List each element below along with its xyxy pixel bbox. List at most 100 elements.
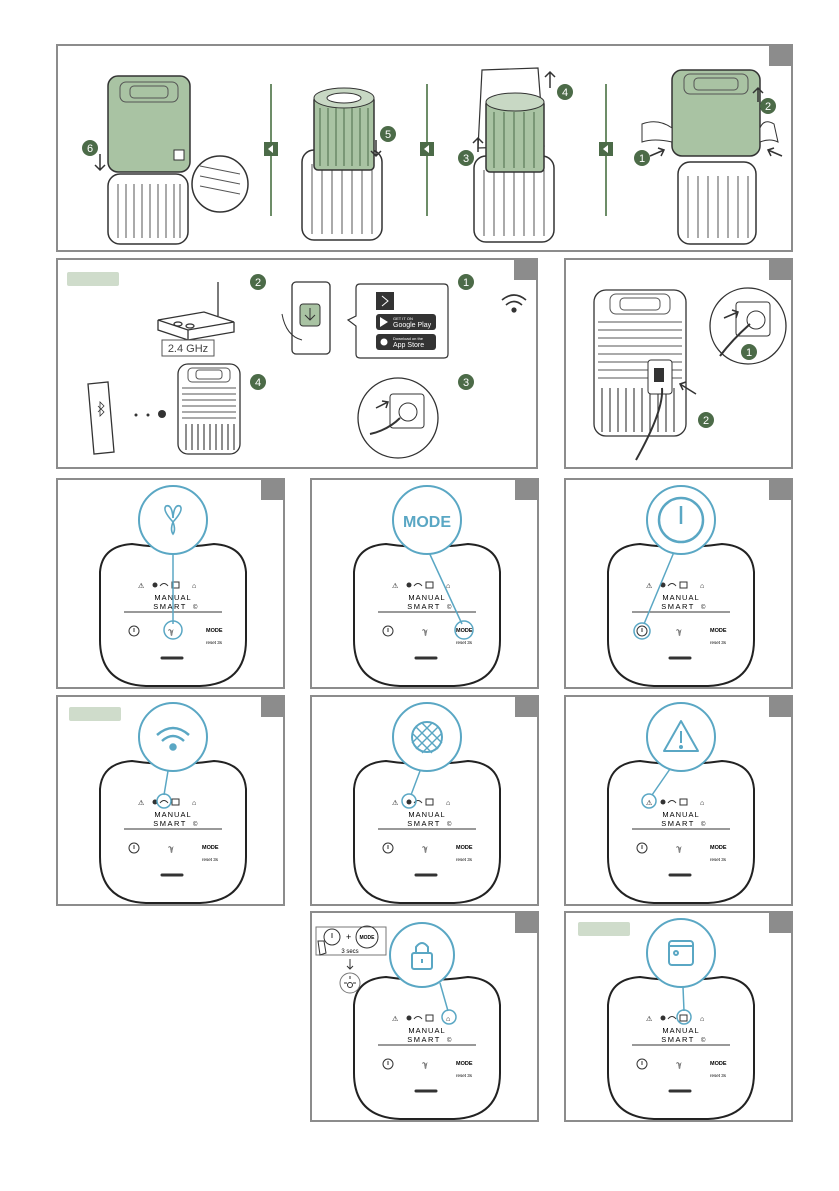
reset-label: reset 3s (456, 640, 473, 645)
reset-label: reset 3s (710, 857, 727, 862)
panel-corner-marker (769, 260, 791, 280)
smart-label: SMART (661, 602, 695, 611)
step-number: 6 (87, 143, 93, 155)
svg-text:ℽ: ℽ (168, 627, 174, 636)
google-play-label: Google Play (393, 322, 432, 329)
manual-label: MANUAL (408, 810, 445, 819)
wifi-icon (501, 294, 527, 313)
router-band-label: 2.4 GHz (168, 343, 208, 355)
mode-label: MODE (710, 845, 727, 851)
mode-label: MODE (456, 628, 473, 634)
mode-label: MODE (710, 628, 727, 634)
section-tag (69, 707, 121, 721)
step-number: 5 (385, 129, 391, 141)
google-play-badge[interactable] (376, 314, 436, 330)
manual-label: MANUAL (154, 810, 191, 819)
smart-label: SMART (407, 1035, 441, 1044)
step-number: 1 (463, 277, 469, 289)
svg-text:⚠: ⚠ (392, 799, 398, 807)
power-connection-panel: 2 1 (564, 258, 793, 469)
mode-label: MODE (202, 845, 219, 851)
smart-label: SMART (661, 819, 695, 828)
svg-text:⌂: ⌂ (446, 583, 450, 590)
panel-corner-marker (769, 480, 791, 500)
section-tag (67, 272, 119, 286)
control-panel-mode: ⚠ ⌂ MANUAL SMART © ℽ MODE reset 3s MODE (310, 478, 539, 689)
warning-icon (663, 720, 699, 752)
arrow-left-icon (264, 142, 613, 156)
lock-icon (411, 942, 433, 970)
svg-text:©: © (193, 821, 198, 828)
panel-corner-marker (769, 46, 791, 66)
svg-text:⚠: ⚠ (646, 1015, 652, 1023)
panel-corner-marker (514, 260, 536, 280)
panel-corner-marker (515, 913, 537, 933)
svg-text:©: © (447, 821, 452, 828)
step-number: 4 (562, 87, 568, 99)
filter-mesh-icon (411, 721, 443, 754)
mode-label: MODE (456, 1061, 473, 1067)
router-icon (157, 282, 235, 341)
svg-text:⌂: ⌂ (192, 800, 196, 807)
manual-label: MANUAL (408, 1026, 445, 1035)
reset-label: reset 3s (456, 857, 473, 862)
manual-label: MANUAL (662, 810, 699, 819)
app-store-badge[interactable] (376, 334, 436, 350)
svg-text:©: © (701, 604, 706, 611)
svg-text:⚠: ⚠ (138, 582, 144, 590)
svg-text:⚠: ⚠ (392, 582, 398, 590)
panel-corner-marker (515, 697, 537, 717)
svg-text:©: © (447, 604, 452, 611)
panel-corner-marker (769, 697, 791, 717)
reset-label: reset 3s (710, 640, 727, 645)
svg-text:ℽ: ℽ (676, 1060, 682, 1069)
combo-duration-label: 3 secs (341, 949, 358, 955)
svg-text:⚠: ⚠ (138, 799, 144, 807)
svg-text:ℽ: ℽ (422, 627, 428, 636)
step-number: 1 (746, 347, 752, 359)
step-number: 1 (639, 153, 645, 165)
control-panel-filter: ⚠ ⌂ MANUAL SMART © ℽ MODE reset 3s (310, 695, 539, 906)
svg-text:ℽ: ℽ (422, 844, 428, 853)
svg-text:⌂: ⌂ (700, 1016, 704, 1023)
step-number: 2 (255, 277, 261, 289)
svg-text:ℽ: ℽ (676, 844, 682, 853)
mode-label: MODE (710, 1061, 727, 1067)
combo-mode-label: MODE (360, 935, 376, 941)
svg-text:⚠: ⚠ (646, 799, 652, 807)
step-number: 3 (463, 377, 469, 389)
svg-text:ℽ: ℽ (676, 627, 682, 636)
svg-text:©: © (447, 1037, 452, 1044)
svg-text:⌂: ⌂ (192, 583, 196, 590)
svg-text:⌂: ⌂ (700, 800, 704, 807)
app-store-top-label: Download on the (393, 336, 424, 341)
wifi-icon (156, 726, 190, 751)
app-store-label: App Store (393, 342, 424, 349)
mode-label: MODE (456, 845, 473, 851)
step-number: 3 (463, 153, 469, 165)
svg-text:ℽ: ℽ (422, 1060, 428, 1069)
mode-label: MODE (206, 628, 223, 634)
power-socket-icon (709, 287, 787, 365)
lock-combo-instruction: + MODE 3 secs (315, 925, 387, 994)
svg-text:⌂: ⌂ (446, 800, 450, 807)
purifier-back-icon (593, 289, 697, 461)
panel-corner-marker (769, 913, 791, 933)
smart-label: SMART (407, 819, 441, 828)
google-play-top-label: GET IT ON (393, 316, 413, 321)
svg-text:ℽ: ℽ (168, 844, 174, 853)
control-panel-wifi: ⚠ ⌂ MANUAL SMART © ℽ MODE reset 3s (56, 695, 285, 906)
panel-corner-marker (261, 480, 283, 500)
wifi-setup-panel: 2.4 GHz 2 GET IT ON Google Play Download… (56, 258, 538, 469)
filter-cartridge-icon (301, 87, 383, 241)
svg-text:⌂: ⌂ (446, 1016, 450, 1023)
manual-label: MANUAL (662, 593, 699, 602)
step-number: 4 (255, 377, 261, 389)
smart-label: SMART (153, 819, 187, 828)
reset-label: reset 3s (456, 1073, 473, 1078)
svg-text:⌂: ⌂ (700, 583, 704, 590)
reset-label: reset 3s (202, 857, 219, 862)
reset-label: reset 3s (206, 640, 223, 645)
svg-text:©: © (701, 1037, 706, 1044)
mode-zoom-label: MODE (403, 514, 451, 531)
